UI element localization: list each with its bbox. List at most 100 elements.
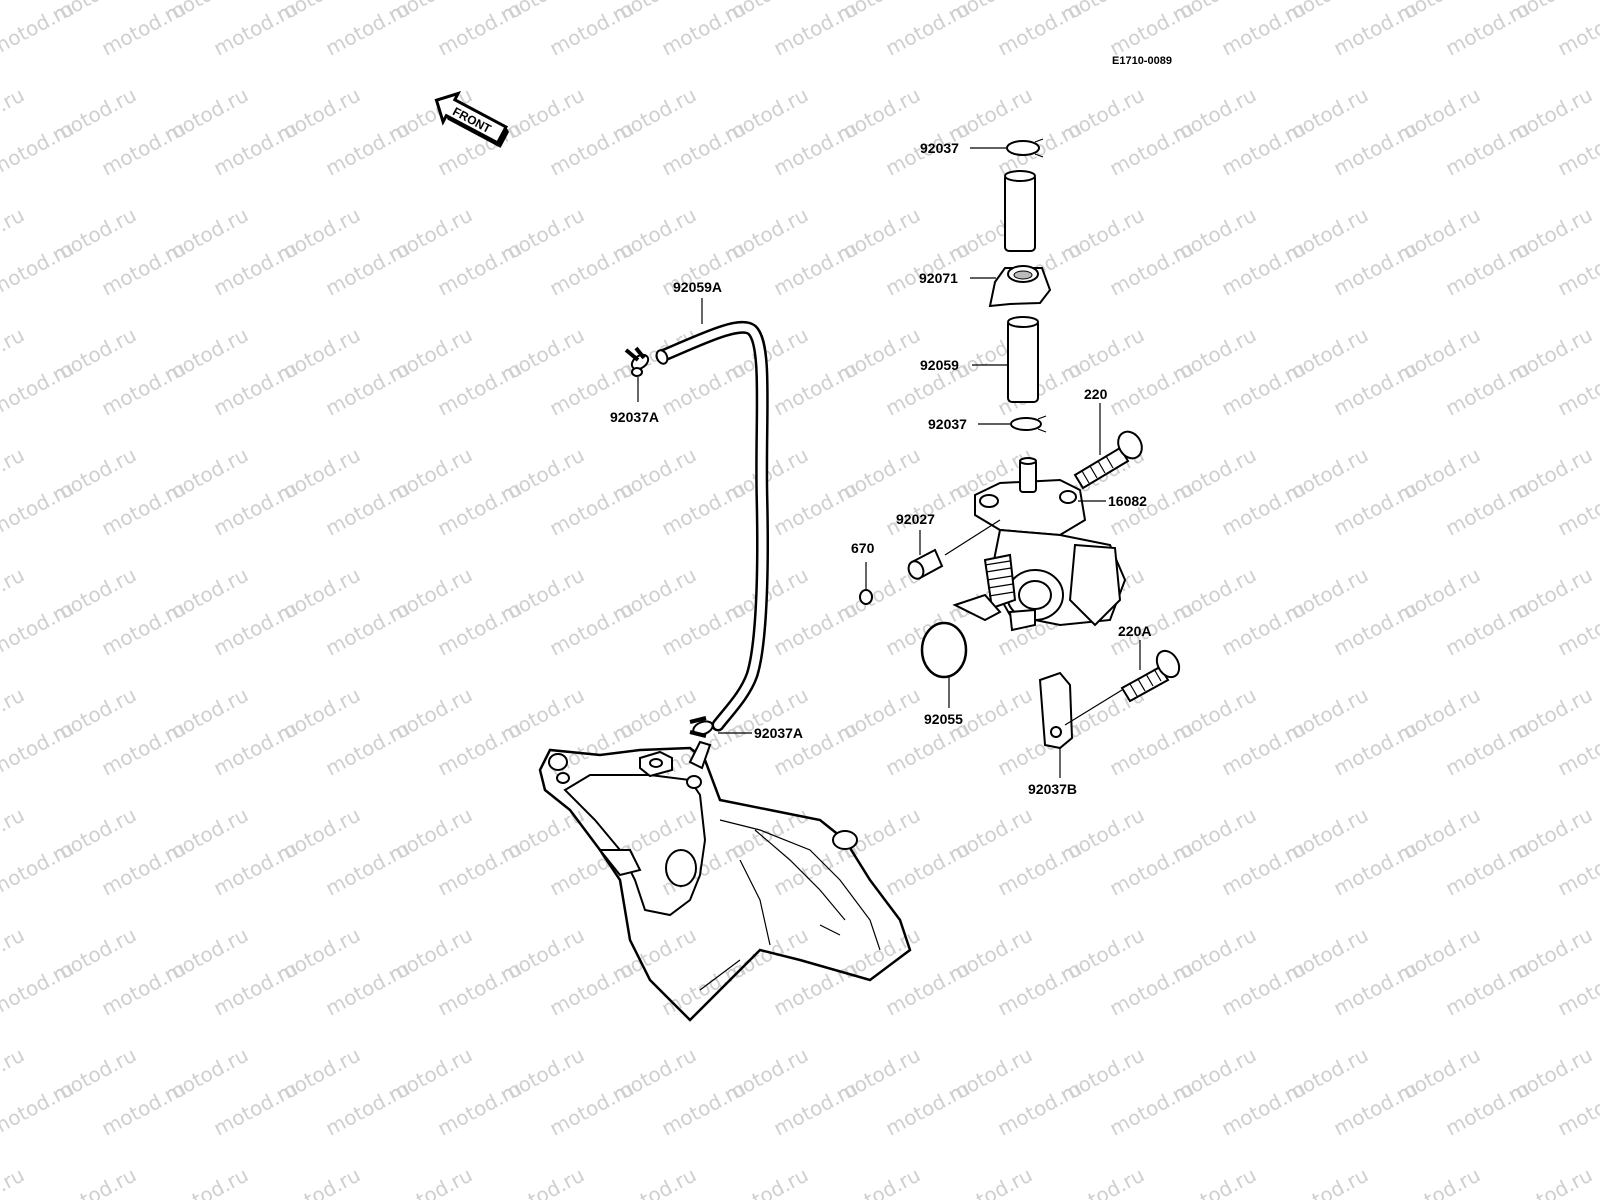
watermark-text: motod.ru xyxy=(0,476,78,540)
watermark-text: motod.ru xyxy=(0,956,78,1020)
callout-220: 220 xyxy=(1084,386,1108,402)
watermark-text: motod.ru xyxy=(209,836,301,900)
watermark-text: motod.ru xyxy=(433,0,525,61)
watermark-text: motod.ru xyxy=(881,1076,973,1140)
watermark-text: motod.ru xyxy=(0,1043,28,1107)
watermark-text: motod.ru xyxy=(1329,116,1421,180)
watermark-text: motod.ru xyxy=(97,956,189,1020)
watermark-text: motod.ru xyxy=(1441,116,1533,180)
watermark-text: motod.ru xyxy=(0,683,28,747)
watermark-text: motod.ru xyxy=(321,0,413,61)
watermark-text: motod.ru xyxy=(545,116,637,180)
watermark-text: motod.ru xyxy=(720,1163,812,1200)
watermark-text: motod.ru xyxy=(433,716,525,780)
watermark-text: motod.ru xyxy=(1553,236,1600,300)
watermark-text: motod.ru xyxy=(993,0,1085,61)
watermark-text: motod.ru xyxy=(1441,956,1533,1020)
watermark-text: motod.ru xyxy=(321,716,413,780)
watermark-text: motod.ru xyxy=(0,236,78,300)
watermark-text: motod.ru xyxy=(321,356,413,420)
diagram-code: E1710-0089 xyxy=(1112,55,1172,67)
watermark-text: motod.ru xyxy=(1105,836,1197,900)
watermark-text: motod.ru xyxy=(321,116,413,180)
watermark-text: motod.ru xyxy=(0,1163,28,1200)
callout-92037-mid: 92037 xyxy=(928,416,967,432)
watermark-text: motod.ru xyxy=(1329,716,1421,780)
watermark-text: motod.ru xyxy=(657,956,749,1020)
watermark-text: motod.ru xyxy=(272,1163,364,1200)
watermark-text: motod.ru xyxy=(769,0,861,61)
callout-92037-top: 92037 xyxy=(920,140,959,156)
callout-92037B: 92037B xyxy=(1028,781,1077,797)
watermark-text: motod.ru xyxy=(0,1076,78,1140)
watermark-text: motod.ru xyxy=(769,596,861,660)
watermark-text: motod.ru xyxy=(0,596,78,660)
watermark-text: motod.ru xyxy=(1105,716,1197,780)
o-ring-670-icon xyxy=(859,589,873,605)
callout-92059A: 92059A xyxy=(673,279,722,295)
watermark-text: motod.ru xyxy=(384,1163,476,1200)
watermark-text: motod.ru xyxy=(545,236,637,300)
watermark-text: motod.ru xyxy=(0,323,28,387)
watermark-text: motod.ru xyxy=(0,0,78,61)
watermark-text: motod.ru xyxy=(160,1163,252,1200)
watermark-text: motod.ru xyxy=(48,1163,140,1200)
hose-upper-icon xyxy=(1004,170,1036,252)
front-arrow-icon: FRONT xyxy=(434,91,510,148)
watermark-text: motod.ru xyxy=(97,236,189,300)
watermark-text: motod.ru xyxy=(545,0,637,61)
watermark-text: motod.ru xyxy=(97,836,189,900)
watermark-text: motod.ru xyxy=(881,836,973,900)
oil-pump-16082-icon xyxy=(952,457,1127,632)
watermark-text: motod.ru xyxy=(545,596,637,660)
watermark-text: motod.ru xyxy=(97,356,189,420)
watermark-text: motod.ru xyxy=(1392,1163,1484,1200)
watermark-text: motod.ru xyxy=(832,1163,924,1200)
bolt-220-icon xyxy=(1073,430,1143,490)
watermark-text: motod.ru xyxy=(1441,236,1533,300)
watermark-text: motod.ru xyxy=(209,956,301,1020)
watermark-text: motod.ru xyxy=(1217,596,1309,660)
collar-92027-icon xyxy=(907,548,944,580)
watermark-text: motod.ru xyxy=(0,923,28,987)
watermark-text: motod.ru xyxy=(1329,0,1421,61)
watermark-text: motod.ru xyxy=(1329,356,1421,420)
watermark-text: motod.ru xyxy=(545,1076,637,1140)
watermark-text: motod.ru xyxy=(0,116,78,180)
callout-670: 670 xyxy=(851,540,875,556)
watermark-text: motod.ru xyxy=(1553,956,1600,1020)
watermark-text: motod.ru xyxy=(545,956,637,1020)
watermark-text: motod.ru xyxy=(321,836,413,900)
watermark-text: motod.ru xyxy=(657,596,749,660)
callout-92027: 92027 xyxy=(896,511,935,527)
watermark-text: motod.ru xyxy=(1217,236,1309,300)
clip-92037A-top-icon xyxy=(624,346,650,377)
watermark-text: motod.ru xyxy=(1553,716,1600,780)
bracket-92071-icon xyxy=(988,265,1052,308)
watermark-text: motod.ru xyxy=(1441,0,1533,61)
watermark-text: motod.ru xyxy=(209,356,301,420)
watermark-text: motod.ru xyxy=(1553,1076,1600,1140)
callout-92037A-top: 92037A xyxy=(610,409,659,425)
watermark-text: motod.ru xyxy=(993,836,1085,900)
watermark-text: motod.ru xyxy=(1553,356,1600,420)
watermark-text: motod.ru xyxy=(1105,356,1197,420)
callout-92055: 92055 xyxy=(924,711,963,727)
watermark-text: motod.ru xyxy=(1217,476,1309,540)
watermark-text: motod.ru xyxy=(321,596,413,660)
watermark-text: motod.ru xyxy=(1329,476,1421,540)
watermark-text: motod.ru xyxy=(1441,596,1533,660)
watermark-text: motod.ru xyxy=(1553,0,1600,61)
watermark-text: motod.ru xyxy=(545,716,637,780)
watermark-text: motod.ru xyxy=(321,236,413,300)
watermark-text: motod.ru xyxy=(209,1076,301,1140)
watermark-text: motod.ru xyxy=(657,1076,749,1140)
watermark-text: motod.ru xyxy=(769,236,861,300)
watermark-text: motod.ru xyxy=(1105,116,1197,180)
watermark-text: motod.ru xyxy=(769,476,861,540)
watermark-text: motod.ru xyxy=(209,716,301,780)
watermark-text: motod.ru xyxy=(1329,836,1421,900)
watermark-text: motod.ru xyxy=(1105,0,1197,61)
watermark-text: motod.ru xyxy=(657,0,749,61)
watermark-text: motod.ru xyxy=(433,356,525,420)
